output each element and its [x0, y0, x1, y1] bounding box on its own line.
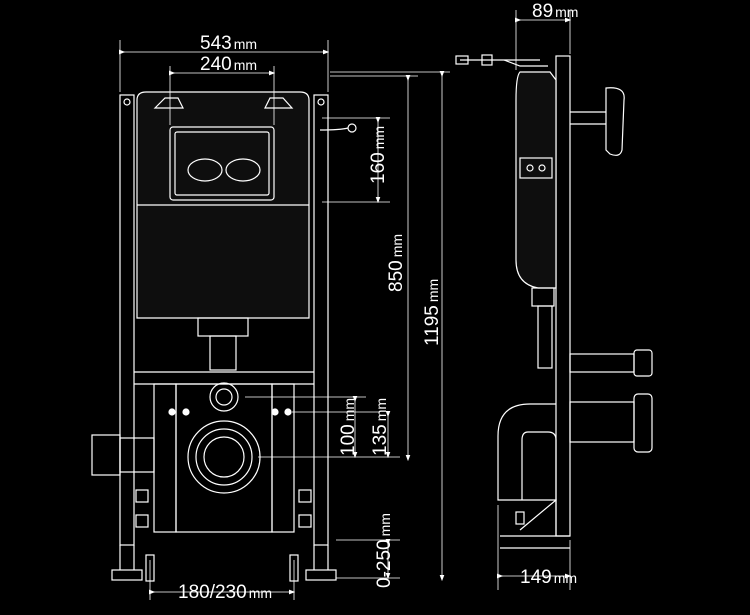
waste-pipe-side [497, 403, 557, 501]
label-1195-unit: mm [425, 279, 441, 302]
label-180-230-unit: mm [249, 585, 272, 601]
side-cistern-body [515, 71, 557, 289]
label-100-unit: mm [341, 398, 357, 421]
label-149-value: 149 [520, 567, 552, 588]
label-180-230-value: 180/230 [178, 582, 247, 603]
label-135-value: 135 [370, 424, 391, 456]
svg-text:1195mm: 1195 mm [422, 279, 443, 346]
svg-text:100mm: 100 mm [338, 398, 359, 456]
label-543-unit: mm [234, 36, 257, 52]
label-89-unit: mm [555, 4, 578, 20]
svg-text:850mm: 850 mm [386, 234, 407, 292]
label-0-250-unit: mm [377, 513, 393, 536]
front-dimension-lines [118, 40, 450, 600]
label-543-value: 543 [200, 33, 232, 54]
label-135-unit: mm [373, 398, 389, 421]
flush-button-large-icon [225, 158, 261, 182]
flush-pipe-outlet [209, 382, 239, 412]
frame-left-rail [119, 94, 135, 546]
front-view [91, 91, 357, 582]
side-frame-rail [555, 55, 571, 537]
label-160-unit: mm [371, 126, 387, 149]
left-foot [111, 569, 143, 581]
right-foot [305, 569, 337, 581]
label-100-value: 100 [338, 424, 359, 456]
flush-plate-side [605, 87, 625, 156]
label-850-value: 850 [386, 260, 407, 292]
side-view [455, 54, 653, 549]
svg-text:135mm: 135 mm [370, 398, 391, 456]
frame-right-rail [313, 94, 329, 546]
flush-plate-opening [169, 126, 275, 201]
svg-text:0-250mm: 0-250 mm [374, 513, 395, 588]
label-240-unit: mm [234, 57, 257, 73]
label-1195-value: 1195 [422, 305, 443, 346]
label-89-value: 89 [532, 1, 553, 22]
label-850-unit: mm [389, 234, 405, 257]
svg-text:160mm: 160 mm [368, 126, 389, 184]
label-149-unit: mm [554, 570, 577, 586]
label-160-value: 160 [368, 152, 389, 184]
label-240-value: 240 [200, 54, 232, 75]
flush-pipe-side [569, 353, 635, 373]
label-0-250-value: 0-250 [374, 539, 395, 588]
side-dimension-lines [496, 10, 572, 590]
flush-button-small-icon [187, 158, 223, 182]
waste-outlet [187, 420, 261, 494]
